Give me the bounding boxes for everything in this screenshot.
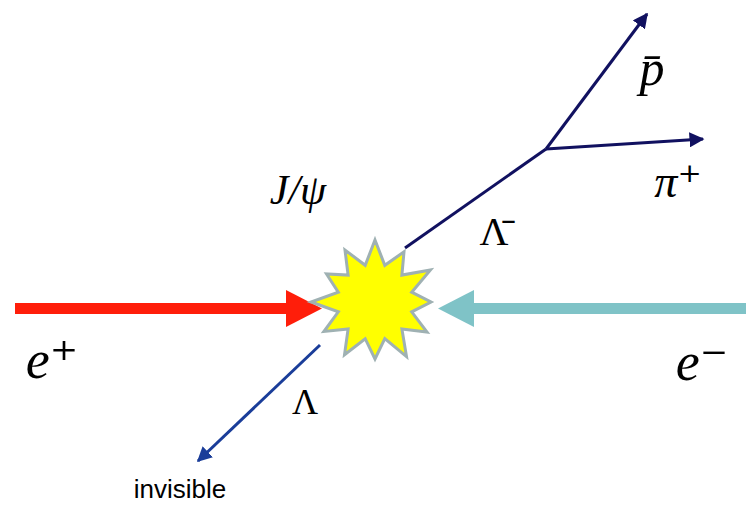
note-label: invisible bbox=[134, 476, 227, 502]
positron-label: e⁺ bbox=[26, 333, 78, 387]
pion-track bbox=[546, 139, 703, 149]
electron-label: e⁻ bbox=[676, 335, 728, 389]
lambda-track bbox=[198, 345, 320, 461]
collision-starburst bbox=[311, 240, 431, 359]
antilambda-label: Λ̄ bbox=[479, 212, 508, 252]
lambda-label: Λ bbox=[292, 384, 318, 420]
pion-label: π⁺ bbox=[654, 159, 701, 205]
positron-beam bbox=[15, 290, 322, 327]
electron-beam bbox=[438, 290, 746, 327]
antilambda-track bbox=[405, 149, 546, 248]
antiproton-label: p̄ bbox=[640, 43, 665, 93]
antiproton-track bbox=[546, 14, 647, 149]
jpsi-label: J/ψ bbox=[270, 169, 326, 211]
